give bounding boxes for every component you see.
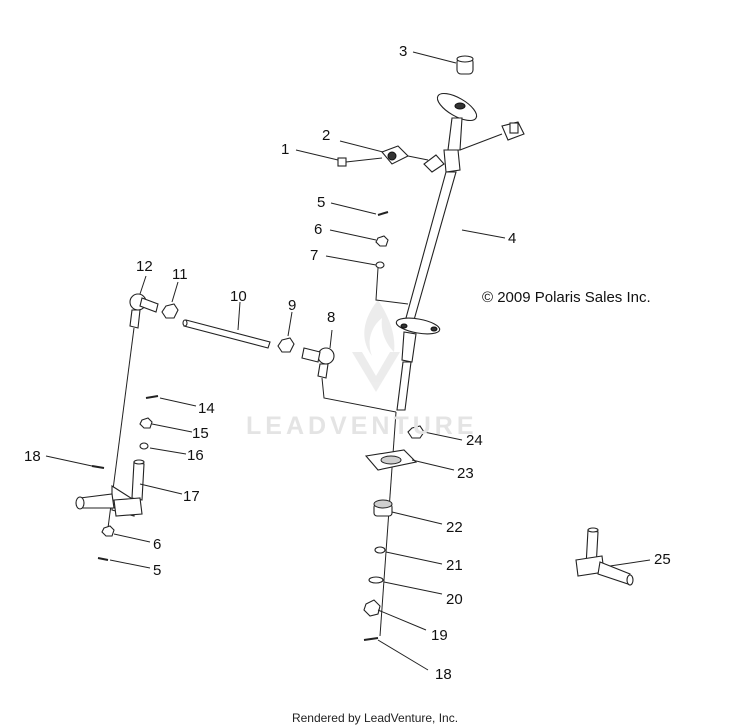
leader-20	[383, 581, 443, 595]
callout-17: 17	[183, 488, 200, 505]
part-14-cotter-pin	[145, 395, 159, 399]
part-21-washer	[374, 546, 386, 554]
leader-9	[287, 311, 293, 337]
leader-6b	[113, 533, 151, 543]
leader-25	[609, 559, 651, 567]
part-12-tie-rod-end	[129, 293, 159, 329]
callout-6-upper: 6	[314, 221, 323, 238]
axis-line-8	[321, 377, 397, 413]
leader-18a	[45, 455, 93, 467]
leader-3	[412, 51, 457, 64]
axis-line-7	[375, 267, 409, 305]
copyright-text: © 2009 Polaris Sales Inc.	[482, 289, 651, 306]
axis-line-center	[379, 411, 397, 637]
callout-5-lower: 5	[153, 562, 162, 579]
watermark-text: LEADVENTURE	[246, 412, 478, 440]
callout-6-lower: 6	[153, 536, 162, 553]
part-10-tie-rod	[182, 319, 271, 349]
part-9-nut	[277, 337, 295, 353]
callout-25: 25	[654, 551, 671, 568]
leader-14	[159, 397, 197, 407]
leader-4	[461, 229, 506, 239]
part-8-tie-rod-end	[301, 347, 335, 379]
callout-10: 10	[230, 288, 247, 305]
part-5-cotter-pin-lower	[97, 557, 109, 561]
callout-23: 23	[457, 465, 474, 482]
part-6-nut-upper	[375, 235, 389, 247]
leader-24	[423, 431, 463, 441]
part-23-bearing-plate	[364, 449, 418, 471]
part-17-spindle-left	[75, 459, 145, 517]
part-7-washer-upper	[375, 261, 385, 269]
leader-5b	[109, 559, 151, 569]
callout-16: 16	[187, 447, 204, 464]
part-2-clamp	[381, 145, 429, 165]
leader-1	[295, 149, 339, 161]
callout-9: 9	[288, 297, 297, 314]
part-20-washer	[368, 576, 384, 584]
callout-11: 11	[172, 266, 188, 283]
callout-21: 21	[446, 557, 463, 574]
callout-8: 8	[327, 309, 336, 326]
part-24-nut	[407, 425, 425, 439]
callout-18-lower: 18	[435, 666, 452, 683]
callout-22: 22	[446, 519, 463, 536]
callout-14: 14	[198, 400, 215, 417]
leader-7	[325, 255, 377, 266]
callout-4: 4	[508, 230, 517, 247]
leader-2	[339, 140, 384, 153]
leader-10	[237, 301, 241, 331]
callout-18-left: 18	[24, 448, 41, 465]
part-19-nut	[363, 599, 381, 617]
callout-19: 19	[431, 627, 448, 644]
part-18-cotter-pin-left	[91, 465, 105, 469]
leader-17	[139, 483, 183, 495]
leader-21	[385, 551, 443, 565]
callout-3: 3	[399, 43, 408, 60]
leader-23	[411, 459, 455, 471]
part-11-nut	[161, 303, 179, 319]
leader-12	[139, 275, 147, 295]
leader-19	[377, 609, 427, 631]
part-3-cap	[456, 55, 474, 75]
leader-8	[329, 329, 333, 349]
part-1-bolt	[337, 157, 383, 167]
part-6-nut-lower	[101, 525, 115, 537]
part-18-cotter-pin-lower	[363, 637, 379, 641]
part-4-steering-post	[395, 92, 478, 411]
leader-15	[151, 423, 193, 433]
callout-1: 1	[281, 141, 290, 158]
callout-15: 15	[192, 425, 209, 442]
part-5-cotter-pin-upper	[377, 211, 389, 216]
part-22-bushing	[373, 499, 393, 517]
part-16-washer	[139, 442, 149, 450]
callout-24: 24	[466, 432, 483, 449]
leader-5a	[330, 202, 377, 215]
callout-20: 20	[446, 591, 463, 608]
callout-12: 12	[136, 258, 153, 275]
part-4-connector	[459, 121, 525, 151]
part-15-nut	[139, 417, 153, 429]
leader-11	[171, 281, 179, 303]
leader-16	[149, 447, 187, 455]
callout-5-upper: 5	[317, 194, 326, 211]
callout-2: 2	[322, 127, 331, 144]
leader-6a	[329, 229, 377, 241]
leader-18b	[377, 639, 429, 671]
part-25-spindle-right	[575, 527, 634, 586]
footer-credit: Rendered by LeadVenture, Inc.	[291, 711, 459, 725]
watermark-logo	[352, 300, 400, 392]
callout-7: 7	[310, 247, 319, 264]
leader-22	[391, 511, 443, 525]
